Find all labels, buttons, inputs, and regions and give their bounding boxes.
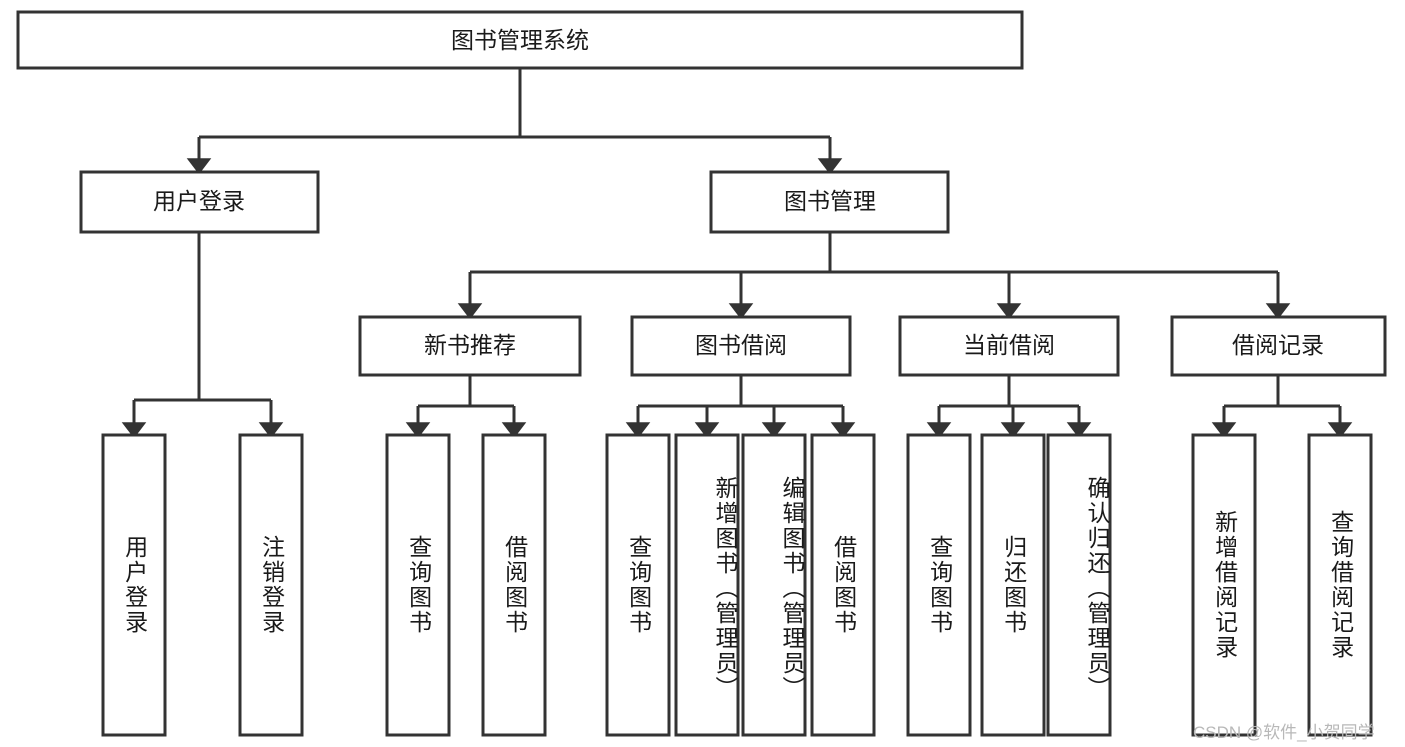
- node-leaf-user-login-box[interactable]: [101, 433, 167, 737]
- leaf-boxes-group: [101, 433, 1373, 737]
- node-book-management-label: 图书管理: [784, 188, 876, 214]
- node-borrow-record[interactable]: 借阅记录: [1170, 315, 1387, 377]
- node-leaf-query-book-borrow-box[interactable]: [605, 433, 671, 737]
- node-leaf-borrow-book-box[interactable]: [810, 433, 876, 737]
- node-leaf-query-book-rec-box[interactable]: [385, 433, 451, 737]
- connector-book-management-to-level3: [457, 232, 1291, 320]
- node-root-label: 图书管理系统: [451, 27, 589, 53]
- node-leaf-confirm-return-box[interactable]: [1046, 433, 1112, 737]
- node-leaf-add-record-box[interactable]: [1191, 433, 1257, 737]
- csdn-watermark: CSDN @软件_小贺同学: [1193, 723, 1375, 742]
- node-new-book-recommend-box[interactable]: [358, 315, 582, 377]
- node-book-borrow-label: 图书借阅: [695, 332, 787, 358]
- connector-borrow-record-to-leaves: [1211, 375, 1353, 439]
- node-leaf-add-book-box[interactable]: [674, 433, 740, 737]
- connector-user-login-to-leaves: [121, 232, 284, 439]
- node-root-box[interactable]: [16, 10, 1024, 70]
- connector-book-borrow-to-leaves: [625, 375, 856, 439]
- node-leaf-query-book-current-box[interactable]: [906, 433, 972, 737]
- node-leaf-edit-book-box[interactable]: [741, 433, 807, 737]
- node-user-login[interactable]: 用户登录: [79, 170, 320, 234]
- node-current-borrow-label: 当前借阅: [963, 332, 1055, 358]
- node-root[interactable]: 图书管理系统: [16, 10, 1024, 70]
- node-current-borrow-box[interactable]: [898, 315, 1120, 377]
- node-user-login-box[interactable]: [79, 170, 320, 234]
- node-leaf-query-record-box[interactable]: [1307, 433, 1373, 737]
- node-user-login-label: 用户登录: [153, 188, 245, 214]
- node-current-borrow[interactable]: 当前借阅: [898, 315, 1120, 377]
- node-book-management[interactable]: 图书管理: [709, 170, 950, 234]
- connector-root-to-level2: [186, 68, 843, 175]
- node-new-book-recommend-label: 新书推荐: [424, 332, 516, 358]
- node-new-book-recommend[interactable]: 新书推荐: [358, 315, 582, 377]
- node-leaf-return-book-box[interactable]: [980, 433, 1046, 737]
- node-book-borrow[interactable]: 图书借阅: [630, 315, 852, 377]
- node-borrow-record-label: 借阅记录: [1232, 332, 1324, 358]
- node-leaf-borrow-book-rec-box[interactable]: [481, 433, 547, 737]
- node-leaf-logout-box[interactable]: [238, 433, 304, 737]
- connector-current-borrow-to-leaves: [926, 375, 1092, 439]
- connector-new-book-recommend-to-leaves: [405, 375, 527, 439]
